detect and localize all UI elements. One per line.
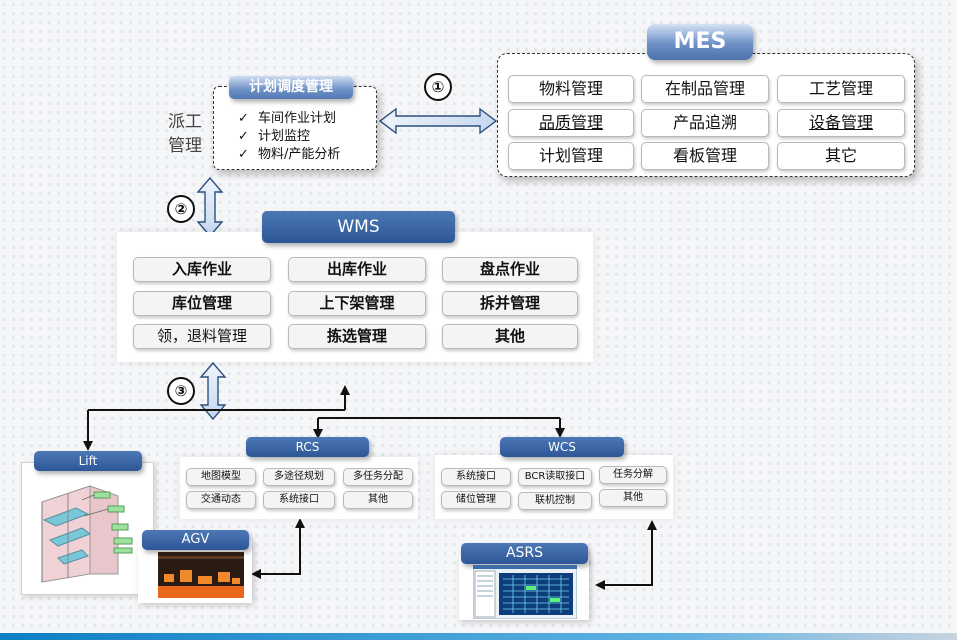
planning-item: ✓计划监控 xyxy=(238,129,311,144)
planning-item: ✓物料/产能分析 xyxy=(238,147,341,162)
wcs-module[interactable]: 其他 xyxy=(599,489,667,507)
mes-title: MES xyxy=(647,24,753,60)
wms-module[interactable]: 拆并管理 xyxy=(442,291,578,316)
wms-module[interactable]: 入库作业 xyxy=(133,257,271,282)
rcs-module[interactable]: 其他 xyxy=(343,491,413,509)
mes-module[interactable]: 工艺管理 xyxy=(777,75,905,103)
check-icon: ✓ xyxy=(238,111,249,126)
rcs-title: RCS xyxy=(246,437,369,457)
agv-title: AGV xyxy=(142,530,249,550)
double-arrow-1 xyxy=(378,107,498,135)
wms-module[interactable]: 库位管理 xyxy=(133,291,271,316)
planning-title: 计划调度管理 xyxy=(229,76,353,99)
wcs-module[interactable]: 联机控制 xyxy=(518,492,592,510)
rcs-module[interactable]: 系统接口 xyxy=(263,491,335,509)
rcs-module[interactable]: 交通动态 xyxy=(186,491,256,509)
wcs-module[interactable]: 任务分解 xyxy=(599,466,667,484)
wms-module[interactable]: 领，退料管理 xyxy=(133,324,271,349)
wms-module[interactable]: 盘点作业 xyxy=(442,257,578,282)
mes-module[interactable]: 计划管理 xyxy=(508,142,634,170)
marker-2: ② xyxy=(167,195,195,223)
bottom-accent-bar xyxy=(0,633,957,640)
rcs-module[interactable]: 地图模型 xyxy=(186,468,256,486)
double-arrow-3 xyxy=(199,361,227,421)
check-icon: ✓ xyxy=(238,129,249,144)
planning-item: ✓车间作业计划 xyxy=(238,111,337,126)
mes-module[interactable]: 物料管理 xyxy=(508,75,634,103)
agv-photo xyxy=(158,552,244,598)
rcs-panel xyxy=(180,457,418,519)
wms-module[interactable]: 出库作业 xyxy=(288,257,426,282)
dispatch-label: 派工 管理 xyxy=(168,112,202,156)
asrs-screenshot xyxy=(473,565,577,619)
mes-module[interactable]: 看板管理 xyxy=(641,142,769,170)
arrow-wcs-asrs xyxy=(595,528,653,590)
planning-list: ✓车间作业计划 ✓计划监控 ✓物料/产能分析 xyxy=(238,110,340,164)
planning-container xyxy=(213,86,377,170)
asrs-title: ASRS xyxy=(461,543,588,564)
marker-3: ③ xyxy=(167,377,195,405)
mes-module[interactable]: 在制品管理 xyxy=(641,75,769,103)
check-icon: ✓ xyxy=(238,147,249,162)
mes-module[interactable]: 其它 xyxy=(777,142,905,170)
wms-module[interactable]: 其他 xyxy=(442,324,578,349)
mes-module[interactable]: 设备管理 xyxy=(777,109,905,137)
lift-title: Lift xyxy=(34,451,142,471)
wcs-module[interactable]: BCR读取接口 xyxy=(518,468,592,486)
wcs-module[interactable]: 系统接口 xyxy=(441,468,511,486)
lift-illustration xyxy=(41,485,133,583)
rcs-module[interactable]: 多任务分配 xyxy=(343,468,413,486)
rcs-module[interactable]: 多途径规划 xyxy=(263,468,335,486)
mes-module[interactable]: 品质管理 xyxy=(508,109,634,137)
wcs-title: WCS xyxy=(500,437,624,457)
mes-module[interactable]: 产品追溯 xyxy=(641,109,769,137)
arrow-rcs-agv xyxy=(251,525,301,579)
double-arrow-2 xyxy=(196,176,224,238)
wms-module[interactable]: 上下架管理 xyxy=(288,291,426,316)
marker-1: ① xyxy=(424,73,452,101)
wms-title: WMS xyxy=(262,211,455,243)
wms-module[interactable]: 拣选管理 xyxy=(288,324,426,349)
wcs-module[interactable]: 储位管理 xyxy=(441,491,511,509)
